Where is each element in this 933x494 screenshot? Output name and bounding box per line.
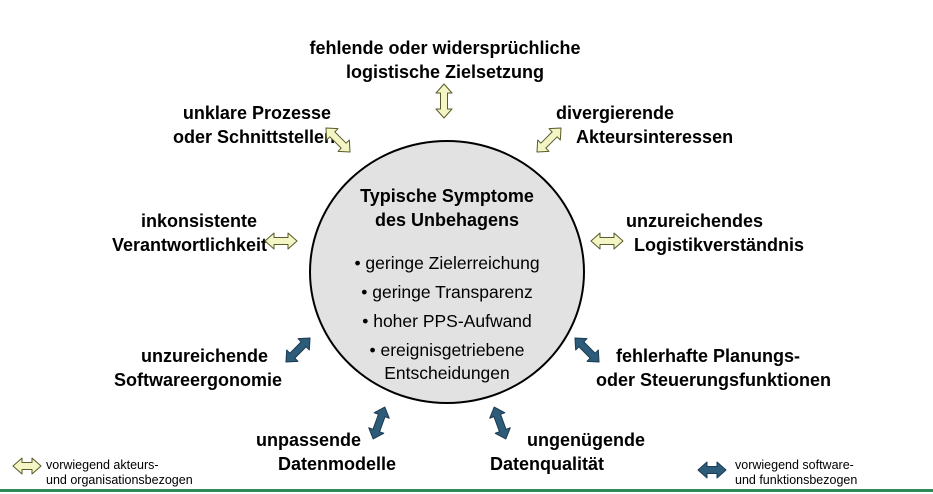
circle-title-line1: Typische Symptome xyxy=(360,186,534,206)
bottom-rule xyxy=(0,489,933,492)
arrow-shape xyxy=(574,337,600,363)
double-arrow-icon xyxy=(435,83,453,119)
label-line: unzureichendes xyxy=(626,211,764,231)
symptom-bullet-list: • geringe Zielerreichung • geringe Trans… xyxy=(309,249,585,388)
arrow-shape xyxy=(536,127,562,153)
legend-line: vorwiegend akteurs- xyxy=(46,458,159,472)
legend-line: und funktionsbezogen xyxy=(735,473,858,487)
arrow-shape xyxy=(435,83,453,119)
arrow-shape xyxy=(12,457,42,475)
legend-line: und organisationsbezogen xyxy=(46,473,193,487)
symptom-label-bottom-right: ungenügende Datenqualität xyxy=(490,428,670,476)
bullet-item-text: • ereignisgetriebene xyxy=(369,340,525,360)
label-line: Datenmodelle xyxy=(277,454,396,474)
arrow-shape xyxy=(590,232,624,250)
double-arrow-icon xyxy=(368,406,390,440)
bullet-item: • hoher PPS-Aufwand xyxy=(362,311,532,331)
double-arrow-icon xyxy=(574,337,600,363)
label-line: oder Schnittstellen xyxy=(172,127,335,147)
label-line: inkonsistente xyxy=(140,211,257,231)
symptom-circle xyxy=(309,140,585,404)
label-line: unpassende xyxy=(255,430,361,450)
label-line: divergierende xyxy=(556,103,675,123)
bullet-item: • ereignisgetriebene Entscheidungen xyxy=(309,336,585,388)
symptom-label-top: fehlende oder widersprüchliche logistisc… xyxy=(280,36,610,84)
symptom-label-bottom-left: unpassende Datenmodelle xyxy=(236,428,396,476)
bullet-item: • geringe Transparenz xyxy=(361,282,533,302)
double-arrow-icon xyxy=(590,232,624,250)
arrow-shape xyxy=(368,406,390,440)
symptom-label-upper-right: divergierende Akteursinteressen xyxy=(556,101,766,149)
double-arrow-icon xyxy=(285,337,311,363)
arrow-shape xyxy=(489,406,511,440)
label-line: Logistikverständnis xyxy=(634,235,805,255)
arrow-shape xyxy=(697,461,727,479)
label-line: Softwareergonomie xyxy=(113,370,282,390)
label-line: oder Steuerungsfunktionen xyxy=(596,370,832,390)
arrow-shape xyxy=(264,232,298,250)
bullet-item: • geringe Zielerreichung xyxy=(354,253,540,273)
legend-software: vorwiegend software- und funktionsbezoge… xyxy=(735,458,857,488)
label-line: ungenügende xyxy=(527,430,645,450)
double-arrow-icon xyxy=(264,232,298,250)
legend-light-arrow-icon xyxy=(12,457,42,475)
legend-dark-arrow-icon xyxy=(697,461,727,479)
label-line: fehlerhafte Planungs- xyxy=(616,346,801,366)
double-arrow-icon xyxy=(325,127,351,153)
symptom-label-mid-right: unzureichendes Logistikverständnis xyxy=(626,209,846,257)
label-line: Verantwortlichkeit xyxy=(111,235,267,255)
label-line: Datenqualität xyxy=(490,454,605,474)
arrow-shape xyxy=(325,127,351,153)
symptom-label-mid-left: inkonsistente Verantwortlichkeit xyxy=(92,209,267,257)
label-line: logistische Zielsetzung xyxy=(345,62,545,82)
label-line: unzureichende xyxy=(140,346,268,366)
symptom-label-lower-left: unzureichende Softwareergonomie xyxy=(92,344,282,392)
label-line: Akteursinteressen xyxy=(576,127,734,147)
double-arrow-icon xyxy=(489,406,511,440)
double-arrow-icon xyxy=(536,127,562,153)
symptom-label-upper-left: unklare Prozesse oder Schnittstellen xyxy=(110,101,335,149)
bullet-item-continuation: Entscheidungen xyxy=(384,363,510,383)
symptom-label-lower-right: fehlerhafte Planungs- oder Steuerungsfun… xyxy=(596,344,896,392)
legend-line: vorwiegend software- xyxy=(735,458,854,472)
label-line: fehlende oder widersprüchliche xyxy=(309,38,581,58)
arrow-shape xyxy=(285,337,311,363)
circle-title-line2: des Unbehagens xyxy=(374,210,520,230)
label-line: unklare Prozesse xyxy=(182,103,331,123)
circle-title: Typische Symptome des Unbehagens xyxy=(309,184,585,232)
legend-actor: vorwiegend akteurs- und organisationsbez… xyxy=(46,458,193,488)
